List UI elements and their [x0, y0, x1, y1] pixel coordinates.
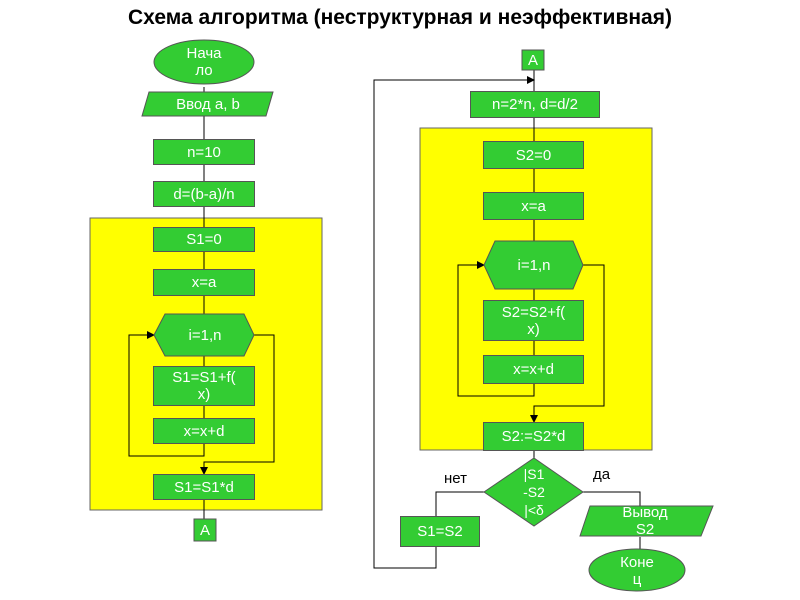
end-label: Коне ц	[620, 554, 654, 588]
start-label: Нача ло	[186, 45, 222, 79]
output-parallelogram	[579, 505, 714, 537]
left-loop-hexagon	[153, 313, 255, 357]
swap-block: S1=S2	[400, 516, 480, 547]
right-connector-label: A	[527, 51, 538, 69]
start-terminal	[153, 39, 255, 85]
right-x-init-block: x=a	[483, 192, 584, 220]
output-label: Вывод S2	[622, 504, 668, 538]
refine-block: n=2*n, d=d/2	[470, 91, 600, 118]
right-loop-label: i=1,n	[517, 256, 551, 274]
s1-scale-block: S1=S1*d	[153, 474, 255, 500]
left-connector-label: A	[199, 521, 210, 539]
s1-accumulate-block: S1=S1+f( x)	[153, 366, 255, 406]
left-connector-box	[193, 518, 217, 542]
n-init-block: n=10	[153, 139, 255, 165]
right-edges	[373, 70, 641, 569]
s2-accumulate-block: S2=S2+f( x)	[483, 300, 584, 341]
left-edges	[128, 87, 275, 519]
s2-init-block: S2=0	[483, 141, 584, 169]
end-terminal	[588, 548, 686, 592]
right-connector-box	[521, 49, 545, 71]
input-label: Ввод a, b	[176, 95, 240, 113]
left-loop-label: i=1,n	[188, 326, 222, 344]
condition-label: |S1 -S2 |<δ	[523, 466, 545, 518]
d-init-block: d=(b-a)/n	[153, 181, 255, 207]
s2-scale-block: S2:=S2*d	[483, 422, 584, 451]
left-x-step-block: x=x+d	[153, 418, 255, 444]
condition-diamond	[483, 457, 584, 527]
input-parallelogram	[141, 91, 274, 117]
left-x-init-block: x=a	[153, 269, 255, 296]
left-loop-region	[89, 217, 323, 511]
right-loop-hexagon	[483, 240, 584, 290]
right-x-step-block: x=x+d	[483, 355, 584, 384]
diagram-title: Схема алгоритма (неструктурная и неэффек…	[128, 6, 672, 29]
yes-branch-label: да	[593, 466, 611, 483]
s1-init-block: S1=0	[153, 227, 255, 252]
no-branch-label: нет	[444, 470, 467, 487]
